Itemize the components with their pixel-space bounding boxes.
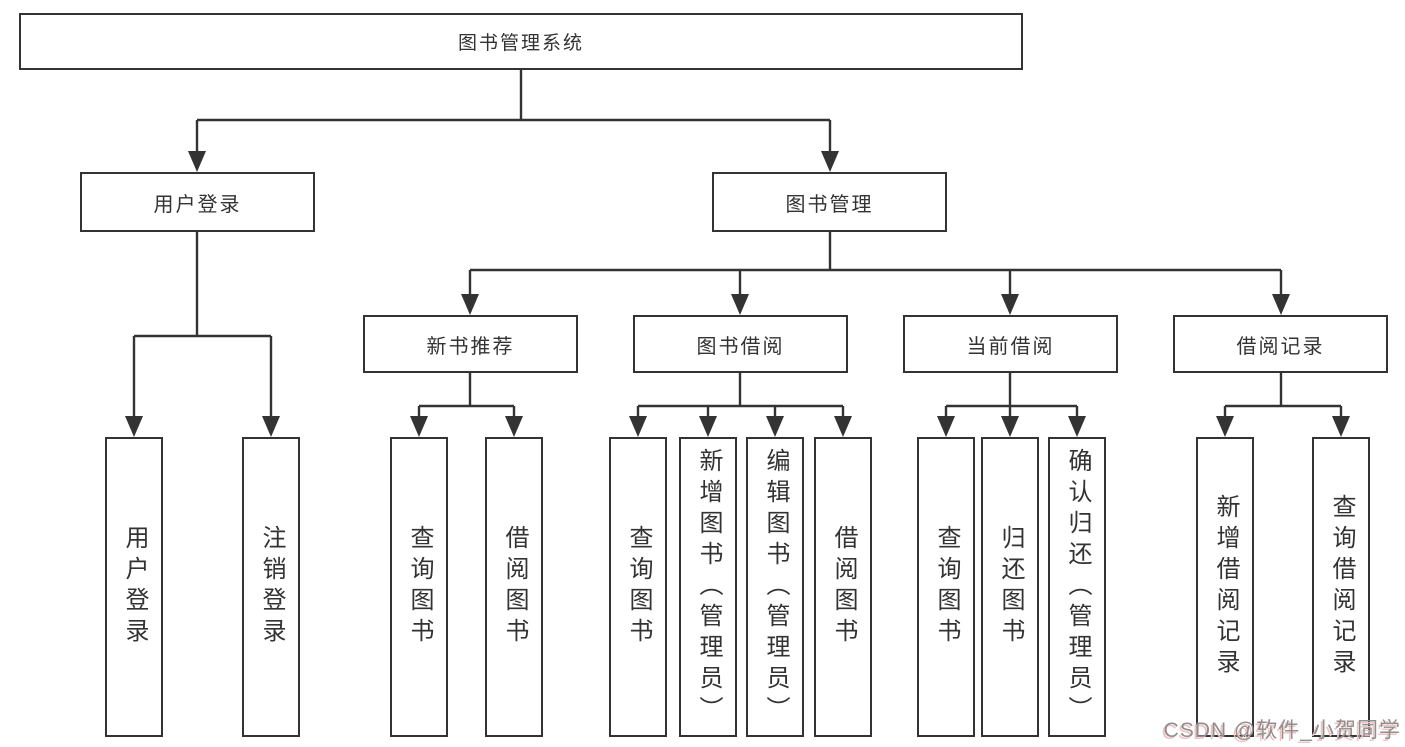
connector-line	[636, 373, 845, 421]
node-current-borrow: 当前借阅	[903, 315, 1118, 373]
leaf-user-login: 用户登录	[105, 437, 163, 737]
leaf-query-book-recommend: 查询图书	[390, 437, 448, 737]
leaf-borrow-book: 借阅图书	[814, 437, 872, 737]
connectors-new-book	[410, 373, 523, 437]
node-new-book-recommend: 新书推荐	[363, 315, 578, 373]
connector-line	[468, 232, 1283, 297]
arrowhead-down-icon	[1001, 294, 1019, 315]
arrowhead-down-icon	[1001, 416, 1019, 437]
leaf-query-book-current: 查询图书	[917, 437, 975, 737]
arrowhead-down-icon	[125, 416, 143, 437]
arrowhead-down-icon	[262, 416, 280, 437]
connector-line	[132, 232, 273, 420]
leaf-add-borrow-record: 新增借阅记录	[1196, 437, 1254, 737]
leaf-add-book-admin: 新增图书（管理员）	[679, 437, 737, 737]
connectors-root	[188, 70, 839, 172]
connector-line	[1223, 373, 1343, 421]
arrowhead-down-icon	[188, 151, 206, 172]
connector-line	[417, 373, 516, 421]
connectors-user-login	[125, 232, 280, 437]
arrowhead-down-icon	[629, 416, 647, 437]
arrowhead-down-icon	[1272, 294, 1290, 315]
connectors-book-borrow	[629, 373, 852, 437]
node-book-borrow: 图书借阅	[633, 315, 848, 373]
connectors-book-mgmt	[461, 232, 1290, 315]
leaf-edit-book-admin: 编辑图书（管理员）	[746, 437, 804, 737]
arrowhead-down-icon	[410, 416, 428, 437]
arrowhead-down-icon	[766, 416, 784, 437]
leaf-return-book: 归还图书	[981, 437, 1039, 737]
node-user-login: 用户登录	[80, 172, 315, 232]
leaf-logout: 注销登录	[242, 437, 300, 737]
connector-line	[944, 373, 1079, 421]
arrowhead-down-icon	[834, 416, 852, 437]
connectors-borrow-record	[1216, 373, 1350, 437]
node-borrow-record: 借阅记录	[1173, 315, 1388, 373]
leaf-borrow-book-recommend: 借阅图书	[485, 437, 543, 737]
connectors-current-borrow	[937, 373, 1086, 437]
arrowhead-down-icon	[1216, 416, 1234, 437]
node-book-management: 图书管理	[712, 172, 947, 232]
arrowhead-down-icon	[821, 151, 839, 172]
leaf-query-borrow-record: 查询借阅记录	[1312, 437, 1370, 737]
node-library-management-system: 图书管理系统	[19, 13, 1023, 70]
connector-line	[195, 70, 832, 154]
leaf-query-book-borrow: 查询图书	[609, 437, 667, 737]
arrowhead-down-icon	[461, 294, 479, 315]
arrowhead-down-icon	[505, 416, 523, 437]
arrowhead-down-icon	[1332, 416, 1350, 437]
arrowhead-down-icon	[937, 416, 955, 437]
leaf-confirm-return-admin: 确认归还（管理员）	[1048, 437, 1106, 737]
arrowhead-down-icon	[699, 416, 717, 437]
csdn-watermark: CSDN @软件_小贺同学	[1163, 719, 1401, 742]
arrowhead-down-icon	[1068, 416, 1086, 437]
arrowhead-down-icon	[731, 294, 749, 315]
